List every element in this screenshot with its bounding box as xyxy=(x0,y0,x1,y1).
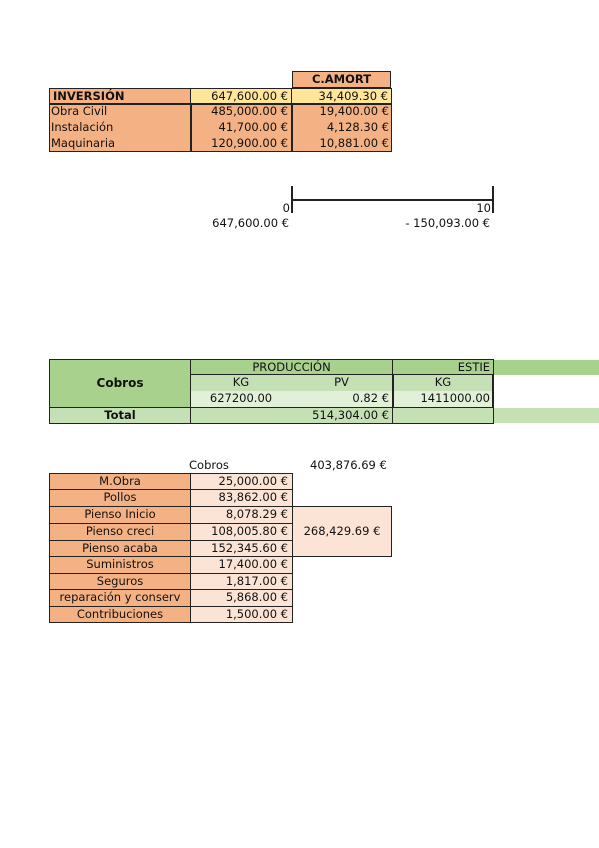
inversion-row-value: 41,700.00 € xyxy=(218,120,289,134)
cost-label: Seguros xyxy=(96,574,144,588)
kg2-value: 1411000.00 xyxy=(393,391,493,407)
cost-label: Pienso creci xyxy=(85,524,155,538)
camort-header: C.AMORT xyxy=(292,71,391,88)
timeline-axis xyxy=(292,199,493,201)
cost-label: Suministros xyxy=(86,557,154,571)
green-fill xyxy=(494,408,599,423)
timeline-end-label: 10 xyxy=(476,201,491,215)
costs-value-column xyxy=(190,473,293,623)
costs-cobros-value: 403,876.69 € xyxy=(310,458,387,472)
timeline-start-value: 647,600.00 € xyxy=(212,216,289,230)
inversion-row-amort: 4,128.30 € xyxy=(326,120,389,134)
cost-value: 152,345.60 € xyxy=(211,541,288,555)
pienso-total-box xyxy=(292,506,392,557)
inversion-header-amort: 34,409.30 € xyxy=(291,88,392,104)
cost-value: 1,500.00 € xyxy=(225,607,288,621)
total-value: 514,304.00 € xyxy=(190,407,393,424)
green-fill xyxy=(494,360,599,375)
inversion-row-amort: 10,881.00 € xyxy=(319,136,390,150)
cobros-title: Cobros xyxy=(49,359,191,408)
kg2-label: KG xyxy=(393,375,493,391)
inversion-row-label: Maquinaria xyxy=(51,136,116,150)
estie-header: ESTIE xyxy=(392,359,494,375)
cost-value: 108,005.80 € xyxy=(211,524,288,538)
timeline-end-tick-mark xyxy=(492,186,494,213)
inversion-row-value: 120,900.00 € xyxy=(211,136,288,150)
produccion-header: PRODUCCIÓN xyxy=(190,359,393,375)
timeline-start-label: 0 xyxy=(282,201,290,215)
kg-label: KG xyxy=(191,375,291,391)
cost-value: 17,400.00 € xyxy=(218,557,289,571)
cost-label: Contribuciones xyxy=(76,607,164,621)
cost-label: reparación y conserv xyxy=(59,590,181,604)
pv-value: 0.82 € xyxy=(291,391,392,407)
pv-label: PV xyxy=(291,375,392,391)
cost-value: 8,078.29 € xyxy=(225,507,288,521)
inversion-header-label: INVERSIÓN xyxy=(49,88,191,104)
timeline-start-tick-mark xyxy=(291,186,293,213)
total-label: Total xyxy=(49,407,191,424)
inversion-rows-box xyxy=(49,104,392,152)
costs-label-column xyxy=(49,473,191,623)
cost-value: 25,000.00 € xyxy=(218,474,289,488)
inversion-header-total: 647,600.00 € xyxy=(190,88,292,104)
cost-label: Pienso acaba xyxy=(82,541,158,555)
cost-label: Pienso Inicio xyxy=(84,507,156,521)
inversion-row-value: 485,000.00 € xyxy=(211,104,288,118)
timeline-end-value: - 150,093.00 € xyxy=(405,216,490,230)
total-estie-cell xyxy=(392,407,494,424)
kg-value: 627200.00 xyxy=(191,391,291,407)
inversion-row-label: Instalación xyxy=(51,120,114,134)
cost-value: 5,868.00 € xyxy=(225,590,288,604)
pienso-total-value: 268,429.69 € xyxy=(303,524,381,538)
cost-value: 1,817.00 € xyxy=(225,574,288,588)
inversion-row-amort: 19,400.00 € xyxy=(319,104,390,118)
cost-label: Pollos xyxy=(103,490,137,504)
cost-value: 83,862.00 € xyxy=(218,490,289,504)
cost-label: M.Obra xyxy=(99,474,141,488)
costs-cobros-label: Cobros xyxy=(189,458,229,472)
inversion-row-label: Obra Civil xyxy=(51,104,108,118)
